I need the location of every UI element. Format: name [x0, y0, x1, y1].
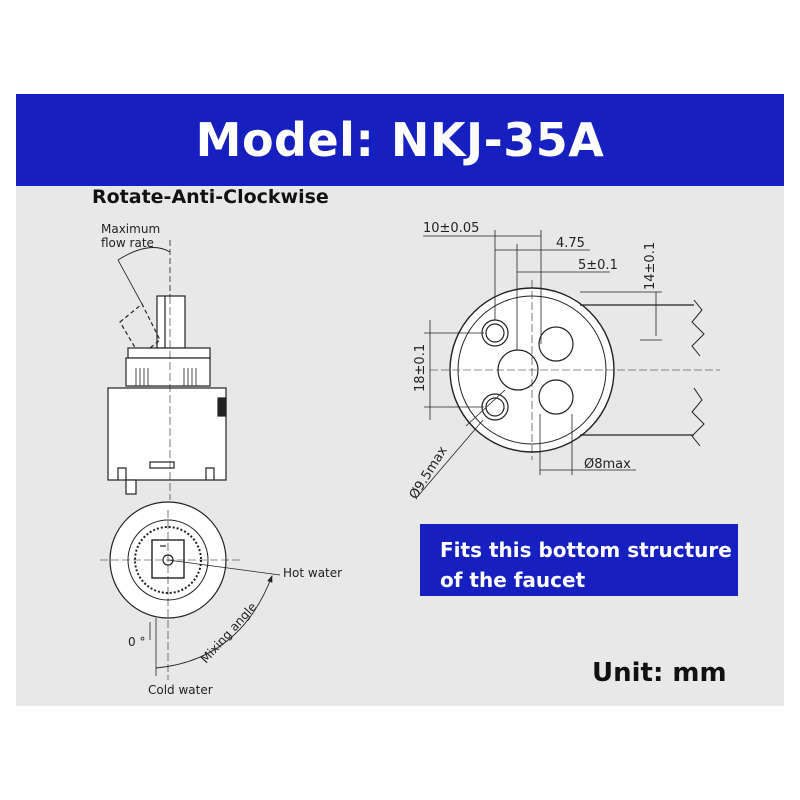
hot-water-label: Hot water: [283, 566, 342, 580]
unit-label: Unit: mm: [592, 658, 727, 688]
dim-10: 10±0.05: [423, 221, 479, 236]
dim-18: 18±0.1: [413, 344, 428, 392]
rotation-direction-label: Rotate-Anti-Clockwise: [92, 186, 329, 208]
splined-collar: [125, 357, 211, 387]
dim-4-75: 4.75: [556, 236, 585, 251]
cartridge-bottom-view: [100, 501, 281, 680]
max-flow-label-2: flow rate: [101, 236, 154, 250]
dim-5: 5±0.1: [578, 258, 618, 273]
max-flow-label-1: Maximum: [101, 222, 160, 236]
faucet-bottom-structure: [417, 230, 720, 497]
dim-14: 14±0.1: [643, 242, 658, 290]
cartridge-side-view: [107, 240, 227, 500]
model-title: Model: NKJ-35A: [195, 113, 605, 167]
tilted-stem-outline: [119, 303, 161, 357]
fits-line-1: Fits this bottom structure: [440, 538, 732, 562]
model-title-banner: Model: NKJ-35A: [16, 94, 784, 186]
dim-phi-8: Ø8max: [584, 457, 631, 472]
fits-structure-banner: Fits this bottom structure of the faucet: [420, 524, 738, 596]
fits-line-2: of the faucet: [440, 568, 586, 592]
cold-water-label: Cold water: [148, 683, 213, 697]
dim-phi-9-5: Ø9.5max: [407, 444, 451, 502]
stem: [156, 295, 186, 349]
mixing-angle-label: Mixing angle: [198, 600, 260, 666]
zero-degree-label: 0 °: [128, 635, 145, 649]
